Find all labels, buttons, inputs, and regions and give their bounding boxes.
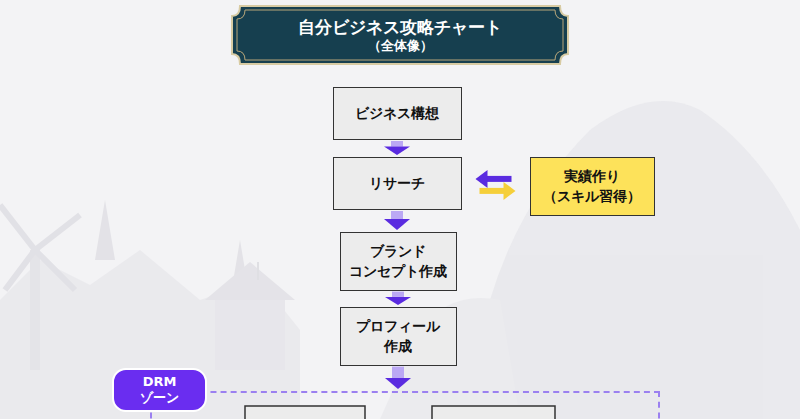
arrow-part — [392, 292, 404, 297]
arrow-part — [476, 170, 488, 188]
process-box: ブランド コンセプト作成 — [340, 232, 457, 291]
arrow-part — [385, 378, 411, 389]
flow-arrow — [384, 211, 410, 230]
windmill-blades — [0, 205, 80, 290]
chart-title: 自分ビジネス攻略チャート — [298, 16, 502, 38]
arrow-part — [385, 297, 411, 305]
flow-arrow — [385, 367, 411, 389]
arrow-part — [391, 141, 403, 147]
process-box: プロフィール 作成 — [340, 307, 457, 366]
process-box — [432, 406, 555, 419]
zone-label-pill: DRM ゾーン — [112, 368, 207, 412]
subtitle: （全体像） — [368, 38, 433, 55]
box-label: リサーチ — [369, 173, 425, 193]
highlight-box: 実績作り （スキル習得） — [530, 157, 655, 216]
banner-text: 自分ビジネス攻略チャート （全体像） — [230, 4, 570, 66]
arrow-part — [480, 188, 506, 194]
arrow-part — [392, 367, 404, 378]
flow-arrow — [384, 141, 410, 155]
house — [215, 300, 285, 370]
village — [0, 250, 300, 419]
arrow-part — [504, 182, 516, 200]
windmill-tower — [30, 250, 40, 370]
flow-arrow — [385, 292, 411, 305]
arrow-part — [384, 219, 410, 230]
arrow-part — [384, 147, 410, 155]
box-label: 実績作り （スキル習得） — [539, 166, 646, 207]
arrow-part — [391, 211, 403, 219]
zone-label: DRM ゾーン — [135, 374, 185, 405]
box-label: ブランド コンセプト作成 — [349, 241, 448, 282]
process-box: リサーチ — [333, 157, 462, 210]
arrow-part — [486, 176, 512, 182]
title-banner: 自分ビジネス攻略チャート （全体像） — [230, 4, 570, 66]
process-box: ビジネス構想 — [333, 87, 462, 140]
banner-outline — [232, 6, 568, 64]
flow-arrow — [476, 170, 516, 200]
process-box — [245, 406, 365, 419]
box-label: ビジネス構想 — [355, 103, 439, 123]
roof — [205, 262, 295, 300]
zone-region: DRM ゾーン — [150, 391, 660, 419]
cross — [257, 262, 259, 280]
box-label: プロフィール 作成 — [349, 316, 448, 357]
hill — [470, 101, 800, 419]
banner-inner-line — [237, 10, 563, 60]
